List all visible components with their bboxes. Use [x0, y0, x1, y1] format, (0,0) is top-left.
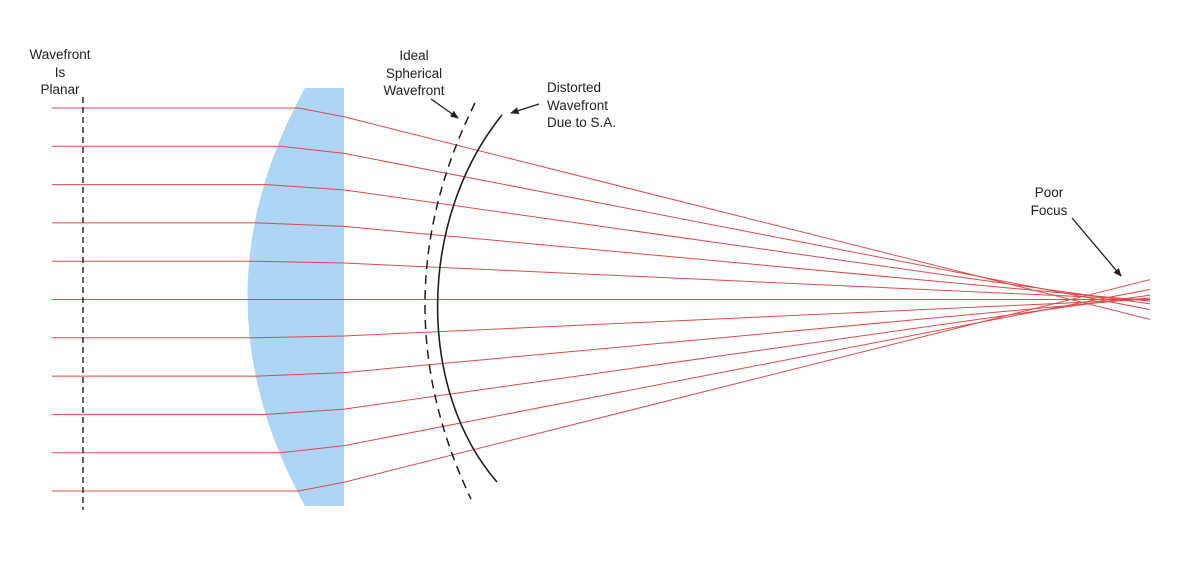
- label-line: Wavefront: [383, 83, 445, 98]
- distorted-wavefront-arrow: [510, 103, 540, 115]
- light-ray: [52, 222, 1151, 302]
- label-line: Distorted: [547, 80, 602, 95]
- light-ray: [52, 107, 1151, 320]
- ideal-wavefront-arrow: [430, 98, 459, 119]
- light-ray: [52, 288, 1151, 454]
- label-line: Is: [54, 64, 66, 80]
- label-line: Planar: [40, 82, 80, 97]
- light-ray: [52, 279, 1151, 492]
- light-ray: [52, 184, 1151, 305]
- distorted-wavefront-arc: [436, 114, 503, 483]
- poor-focus-label: Poor Focus: [1031, 184, 1068, 219]
- label-line: Due to S.A.: [547, 115, 617, 130]
- light-ray: [52, 145, 1151, 311]
- label-line: Wavefront: [29, 47, 91, 62]
- label-line: Spherical: [385, 65, 443, 81]
- label-line: Wavefront: [547, 97, 609, 113]
- light-ray: [52, 297, 1151, 377]
- label-line: Ideal: [399, 48, 429, 63]
- light-ray: [52, 298, 1151, 339]
- planar-wavefront-label: Wavefront Is Planar: [29, 46, 90, 99]
- ideal-wavefront-arc: [424, 102, 476, 500]
- label-line: Poor: [1034, 185, 1064, 200]
- light-ray: [52, 260, 1151, 301]
- lens-body: [247, 88, 344, 506]
- distorted-wavefront-label: Distorted Wavefront Due to S.A.: [547, 79, 616, 132]
- poor-focus-arrow: [1071, 217, 1122, 277]
- label-line: Focus: [1030, 202, 1068, 218]
- light-ray: [52, 294, 1151, 415]
- ideal-wavefront-label: Ideal Spherical Wavefront: [383, 47, 444, 100]
